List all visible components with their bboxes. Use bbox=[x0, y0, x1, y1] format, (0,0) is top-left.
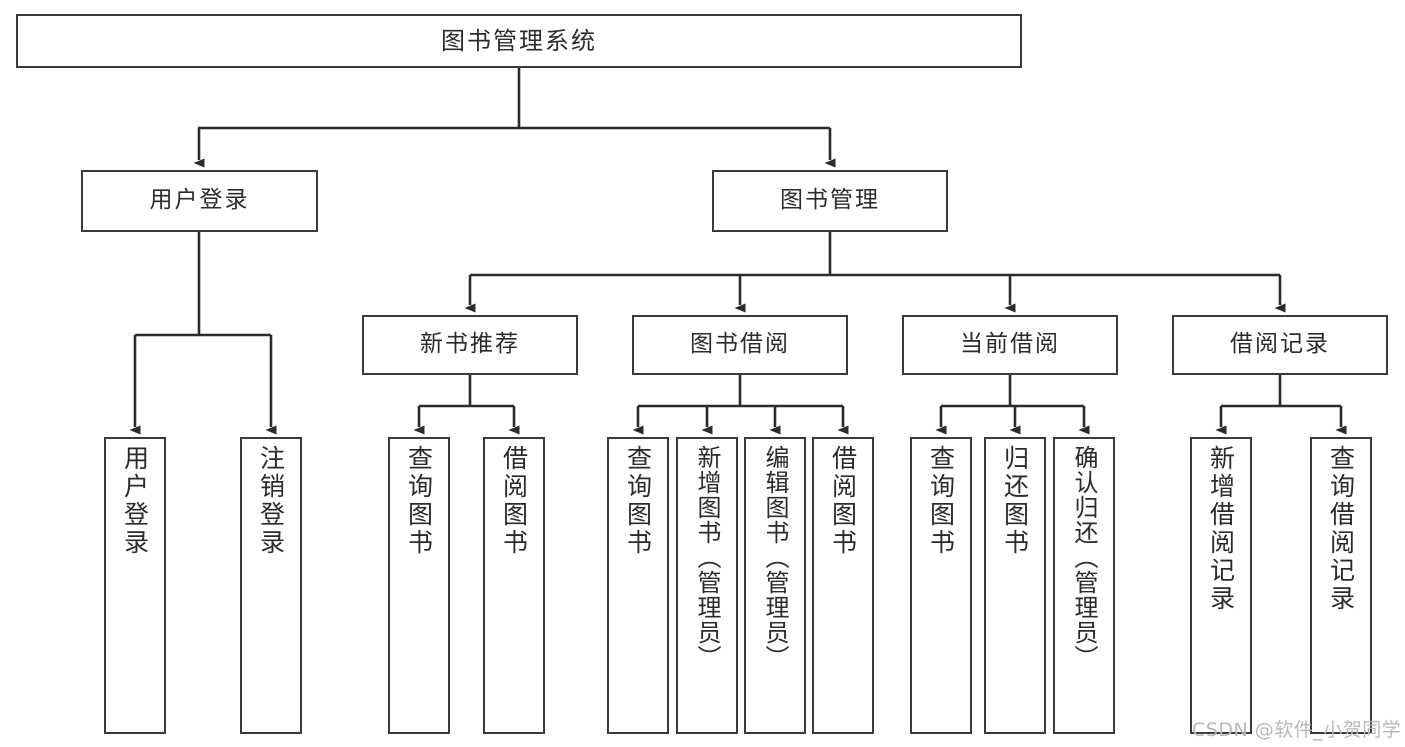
node-leaf-query-book-3[interactable]: 查询图书 bbox=[910, 437, 972, 734]
node-leaf-return-book[interactable]: 归还图书 bbox=[984, 437, 1046, 734]
node-leaf-edit-book-label: 编辑图书（管理员） bbox=[761, 445, 789, 670]
node-leaf-borrow-book-2[interactable]: 借阅图书 bbox=[812, 437, 874, 734]
csdn-watermark-text: CSDN @软件_小贺同学 bbox=[1192, 719, 1402, 741]
node-current-borrow[interactable]: 当前借阅 bbox=[902, 315, 1118, 375]
node-leaf-return-book-label: 归还图书 bbox=[1000, 445, 1030, 557]
node-current-borrow-label: 当前借阅 bbox=[960, 331, 1060, 358]
node-leaf-query-book-2-label: 查询图书 bbox=[623, 445, 653, 557]
node-leaf-query-book-1-label: 查询图书 bbox=[404, 445, 434, 557]
node-leaf-query-book-2[interactable]: 查询图书 bbox=[607, 437, 669, 734]
node-leaf-user-login[interactable]: 用户登录 bbox=[104, 437, 166, 734]
node-user-login-label: 用户登录 bbox=[149, 187, 250, 214]
node-book-manage-label: 图书管理 bbox=[780, 187, 880, 214]
node-leaf-user-login-label: 用户登录 bbox=[120, 445, 150, 557]
node-leaf-logout-label: 注销登录 bbox=[256, 445, 286, 557]
node-leaf-confirm-return-label: 确认归还（管理员） bbox=[1070, 445, 1098, 670]
node-leaf-query-record-label: 查询借阅记录 bbox=[1326, 445, 1356, 613]
node-book-manage[interactable]: 图书管理 bbox=[712, 170, 948, 232]
node-leaf-add-book-label: 新增图书（管理员） bbox=[693, 445, 721, 670]
node-book-borrow-label: 图书借阅 bbox=[690, 331, 790, 358]
node-root[interactable]: 图书管理系统 bbox=[16, 14, 1022, 68]
node-root-label: 图书管理系统 bbox=[441, 26, 597, 55]
node-book-borrow[interactable]: 图书借阅 bbox=[632, 315, 848, 375]
node-leaf-borrow-book-2-label: 借阅图书 bbox=[828, 445, 858, 557]
node-leaf-query-record[interactable]: 查询借阅记录 bbox=[1310, 437, 1372, 734]
node-leaf-add-record[interactable]: 新增借阅记录 bbox=[1190, 437, 1252, 734]
node-borrow-record[interactable]: 借阅记录 bbox=[1172, 315, 1388, 375]
node-leaf-edit-book[interactable]: 编辑图书（管理员） bbox=[744, 437, 806, 734]
node-leaf-add-record-label: 新增借阅记录 bbox=[1206, 445, 1236, 613]
node-new-book-rec[interactable]: 新书推荐 bbox=[362, 315, 578, 375]
csdn-watermark: CSDN @软件_小贺同学 bbox=[1192, 715, 1401, 742]
node-borrow-record-label: 借阅记录 bbox=[1230, 331, 1330, 358]
node-new-book-rec-label: 新书推荐 bbox=[420, 331, 520, 358]
node-leaf-borrow-book-1[interactable]: 借阅图书 bbox=[483, 437, 545, 734]
node-leaf-query-book-1[interactable]: 查询图书 bbox=[388, 437, 450, 734]
node-leaf-add-book[interactable]: 新增图书（管理员） bbox=[676, 437, 738, 734]
node-leaf-logout[interactable]: 注销登录 bbox=[240, 437, 302, 734]
node-leaf-confirm-return[interactable]: 确认归还（管理员） bbox=[1053, 437, 1115, 734]
node-leaf-borrow-book-1-label: 借阅图书 bbox=[499, 445, 529, 557]
node-user-login[interactable]: 用户登录 bbox=[81, 170, 318, 232]
node-leaf-query-book-3-label: 查询图书 bbox=[926, 445, 956, 557]
